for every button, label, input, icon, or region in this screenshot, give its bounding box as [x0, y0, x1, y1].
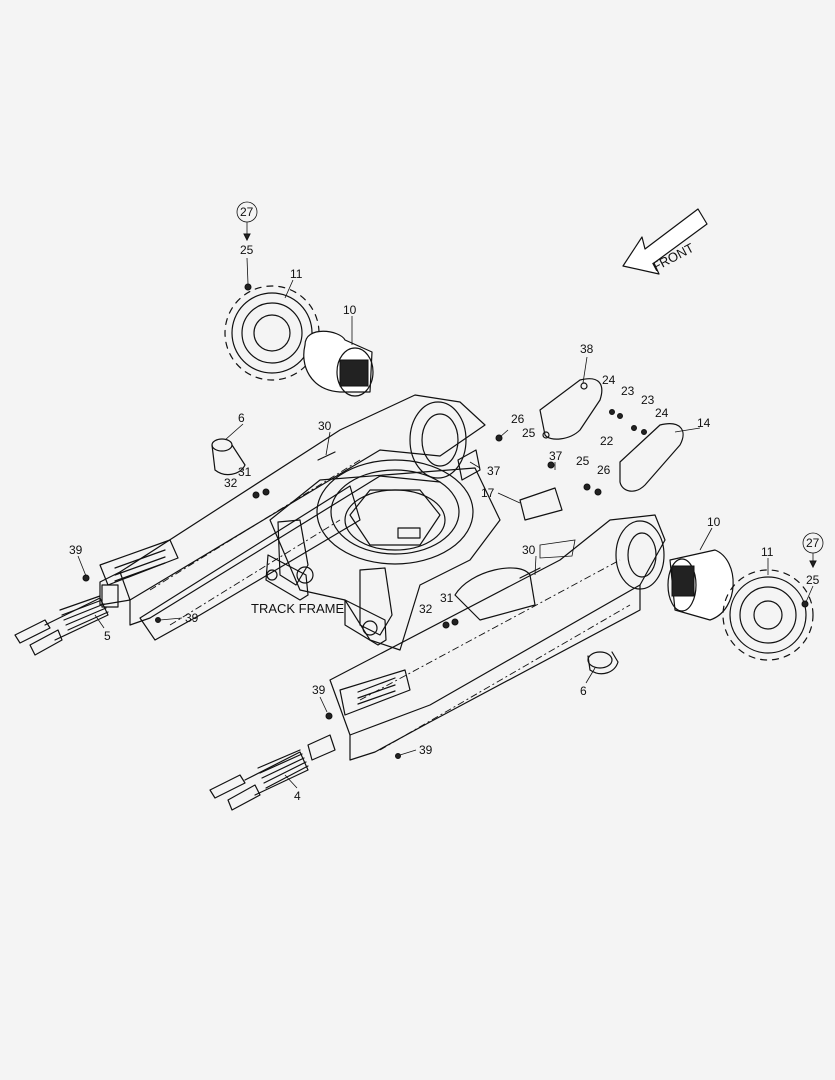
callout-37-a: 37: [487, 464, 501, 478]
callout-38: 38: [580, 342, 594, 356]
callout-10-left: 10: [343, 303, 357, 317]
callout-26-a: 26: [511, 412, 525, 426]
cover-plate-17: [519, 487, 563, 521]
callout-30-left: 30: [318, 419, 332, 433]
callout-25-right: 25: [806, 573, 820, 587]
travel-motor-right: [667, 549, 734, 621]
callout-25-left: 25: [240, 243, 254, 257]
callout-39-a: 39: [69, 543, 83, 557]
callout-39-c: 39: [312, 683, 326, 697]
callout-11-right: 11: [761, 545, 774, 559]
callout-39-b: 39: [185, 611, 199, 625]
callout-31-right: 31: [440, 591, 454, 605]
cover-38: [539, 378, 603, 440]
recoil-spring-4: [209, 734, 336, 811]
callout-32-left: 32: [224, 476, 238, 490]
cover-14: [619, 423, 684, 492]
callout-23-a: 23: [621, 384, 635, 398]
callout-14: 14: [697, 416, 711, 430]
callout-17: 17: [481, 486, 495, 500]
track-frame-label: TRACK FRAME: [251, 601, 345, 616]
recoil-spring-5: [14, 584, 119, 656]
front-direction-arrow: FRONT: [622, 208, 708, 275]
fasteners: [82, 283, 809, 759]
callout-31-left: 31: [238, 465, 252, 479]
callout-circle-27-left: [236, 201, 258, 223]
callout-6-left: 6: [238, 411, 245, 425]
callout-32-right: 32: [419, 602, 433, 616]
gasket-37: [457, 449, 481, 481]
callout-26-b: 26: [597, 463, 611, 477]
callout-25-a: 25: [522, 426, 536, 440]
callout-10-right: 10: [707, 515, 721, 529]
track-frame-body: [99, 394, 666, 761]
callout-24-b: 24: [655, 406, 669, 420]
callout-37-b: 37: [549, 449, 563, 463]
leader-lines: [77, 222, 817, 789]
travel-motor-left: [303, 330, 374, 397]
callout-4: 4: [294, 789, 301, 803]
callout-27-right: 27: [806, 536, 820, 550]
idler-cylinder-left: [211, 438, 246, 476]
sprocket-right: [722, 569, 814, 661]
idler-cylinder-right: [587, 651, 619, 675]
callout-39-d: 39: [419, 743, 433, 757]
callout-24-a: 24: [602, 373, 616, 387]
callout-6-right: 6: [580, 684, 587, 698]
callout-circle-27-right: [802, 532, 824, 554]
callout-25-b: 25: [576, 454, 590, 468]
callout-30-right: 30: [522, 543, 536, 557]
callout-11-left: 11: [290, 267, 303, 281]
callout-22: 22: [600, 434, 614, 448]
callout-5: 5: [104, 629, 111, 643]
callout-23-b: 23: [641, 393, 655, 407]
callout-27-left: 27: [240, 205, 254, 219]
